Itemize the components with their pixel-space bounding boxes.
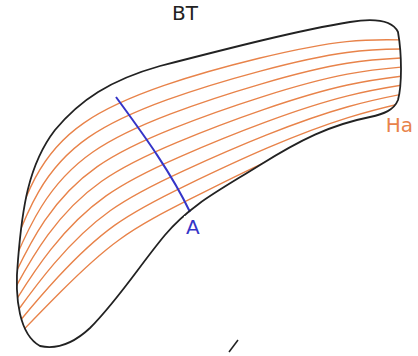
fibre-line — [12, 91, 418, 319]
stray-stroke — [229, 340, 238, 352]
fibre-line — [9, 66, 418, 287]
fibre-line — [8, 57, 418, 276]
fibre-lines — [6, 40, 418, 340]
fibre-line — [14, 107, 418, 339]
region-outline — [17, 20, 401, 347]
cross-section-curve — [116, 97, 190, 212]
region-label: BT — [170, 2, 200, 24]
fibre-label: Ha — [384, 114, 415, 136]
fibre-line — [11, 82, 418, 308]
fibre-line — [13, 99, 418, 329]
section-label: A — [184, 216, 202, 238]
